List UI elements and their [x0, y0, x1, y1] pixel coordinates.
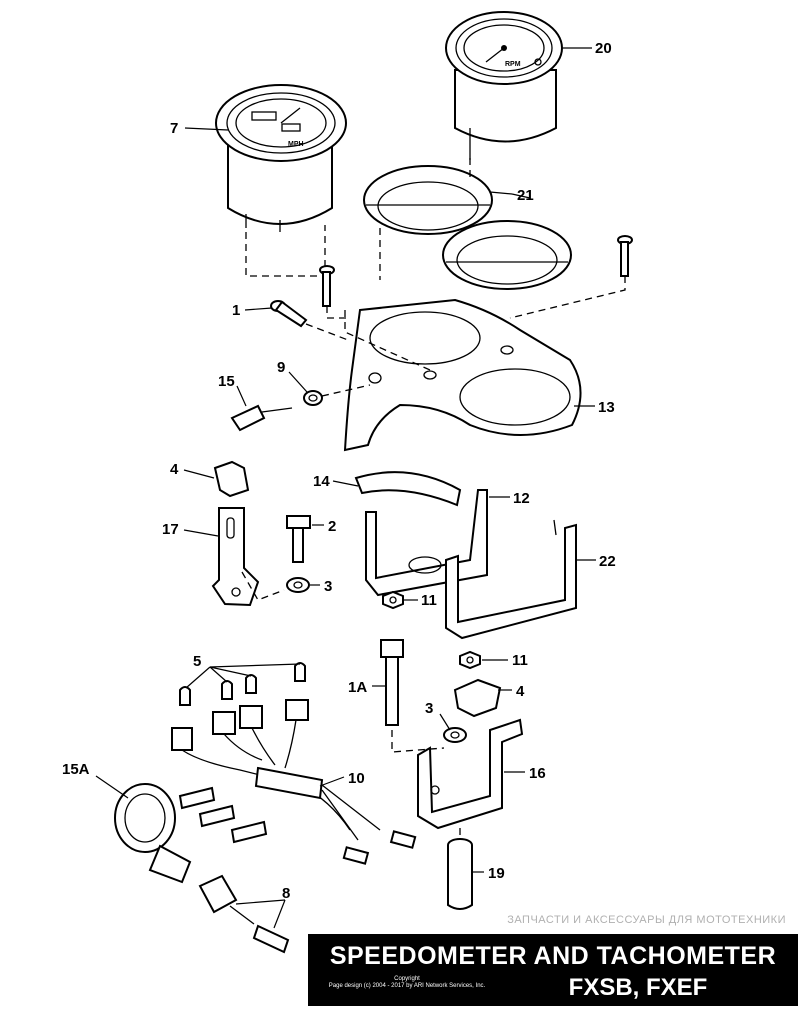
cushion-ring-lower[interactable]: [442, 220, 572, 290]
bolt-2[interactable]: [286, 515, 311, 563]
speedometer[interactable]: MPH: [215, 84, 347, 232]
callout-4-lower: 4: [516, 683, 525, 700]
lamp-sockets-5[interactable]: [171, 662, 309, 751]
copyright-label: Copyright: [394, 976, 420, 982]
cushion-ring-upper[interactable]: [363, 165, 493, 235]
screw-upper-left[interactable]: [319, 265, 335, 307]
callout-14: 14: [313, 473, 330, 490]
callout-10: 10: [348, 770, 365, 787]
callout-20: 20: [595, 40, 612, 57]
callout-1: 1: [232, 302, 240, 319]
callout-13: 13: [598, 399, 615, 416]
callout-12: 12: [513, 490, 530, 507]
washer-9[interactable]: [303, 390, 323, 406]
wiring-harness-10[interactable]: [178, 719, 417, 865]
watermark-text: ЗАПЧАСТИ И АКСЕССУАРЫ ДЛЯ МОТОТЕХНИКИ: [507, 914, 786, 926]
washer-3-lower[interactable]: [443, 727, 467, 743]
bracket-16[interactable]: [417, 718, 524, 830]
callout-2: 2: [328, 518, 336, 535]
trip-reset-knob-15[interactable]: [230, 404, 293, 432]
instrument-housing[interactable]: [343, 298, 582, 452]
title-line-2: FXSB, FXEF: [568, 974, 708, 1001]
leader-lines: [95, 47, 596, 929]
shield-14[interactable]: [354, 471, 462, 507]
copyright-text: Page design (c) 2004 - 2017 by ARI Netwo…: [328, 983, 486, 989]
nut-11-upper[interactable]: [382, 590, 404, 610]
screw-1[interactable]: [270, 300, 308, 328]
callout-7: 7: [170, 120, 178, 137]
tachometer[interactable]: RPM: [445, 11, 563, 160]
bracket-12[interactable]: [365, 489, 488, 597]
callout-3-lower: 3: [425, 700, 433, 717]
callout-15: 15: [218, 373, 235, 390]
bolt-1a[interactable]: [380, 639, 404, 726]
washer-3-upper[interactable]: [286, 577, 310, 593]
clip-4-lower[interactable]: [453, 678, 502, 718]
callout-3-upper: 3: [324, 578, 332, 595]
callout-16: 16: [529, 765, 546, 782]
speedometer-unit-label: MPH: [288, 141, 304, 148]
cable-8[interactable]: [198, 874, 290, 954]
callout-21: 21: [517, 187, 534, 204]
callout-5: 5: [193, 653, 201, 670]
copyright-block: Copyright Page design (c) 2004 - 2017 by…: [312, 976, 502, 990]
title-line-1: SPEEDOMETER AND TACHOMETER: [329, 942, 777, 970]
callout-15a: 15A: [62, 761, 90, 778]
screw-upper-right[interactable]: [617, 235, 633, 277]
callout-17: 17: [162, 521, 179, 538]
callout-22: 22: [599, 553, 616, 570]
callout-11-upper: 11: [421, 592, 437, 609]
callout-19: 19: [488, 865, 505, 882]
clip-4-upper[interactable]: [213, 460, 250, 498]
trip-reset-cable-15a[interactable]: [114, 783, 192, 884]
bracket-17[interactable]: [211, 507, 260, 607]
title-block: SPEEDOMETER AND TACHOMETER Copyright Pag…: [308, 934, 798, 1006]
bracket-22[interactable]: [445, 519, 577, 640]
callout-8: 8: [282, 885, 290, 902]
sleeve-19[interactable]: [447, 838, 473, 910]
callout-11-lower: 11: [512, 652, 528, 669]
nut-11-lower[interactable]: [459, 650, 481, 670]
callout-1a: 1A: [348, 679, 367, 696]
callout-4-upper: 4: [170, 461, 179, 478]
callout-9: 9: [277, 359, 285, 376]
tachometer-unit-label: RPM: [505, 61, 521, 68]
